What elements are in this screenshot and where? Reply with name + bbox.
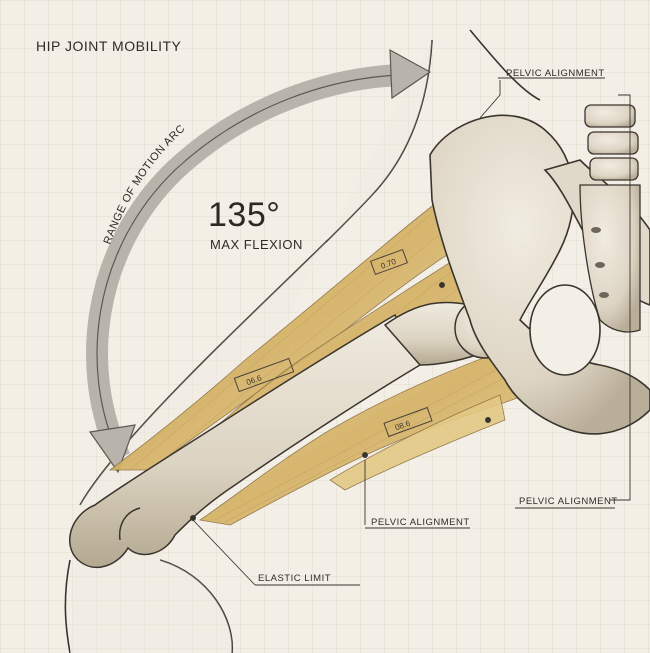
- arc-arrow-bottom-icon: [88, 424, 136, 474]
- callout-pelvic-alignment-top: PELVIC ALIGNMENT: [506, 68, 605, 79]
- callout-elastic-limit: ELASTIC LIMIT: [258, 573, 332, 584]
- arc-arrow-top-icon: [389, 48, 432, 100]
- flexion-value: 135°: [208, 196, 281, 234]
- diagram-title: HIP JOINT MOBILITY: [36, 38, 182, 54]
- callout-leaders: [190, 77, 631, 586]
- spine-vertebrae: [579, 104, 641, 333]
- callout-pelvic-alignment-middle: PELVIC ALIGNMENT: [371, 517, 470, 528]
- flexion-label: MAX FLEXION: [210, 237, 303, 252]
- callout-pelvic-alignment-right: PELVIC ALIGNMENT: [519, 496, 618, 507]
- range-of-motion-arc: [86, 48, 432, 474]
- muscle-tag-markers: [233, 248, 433, 438]
- body-silhouette: [64, 29, 541, 653]
